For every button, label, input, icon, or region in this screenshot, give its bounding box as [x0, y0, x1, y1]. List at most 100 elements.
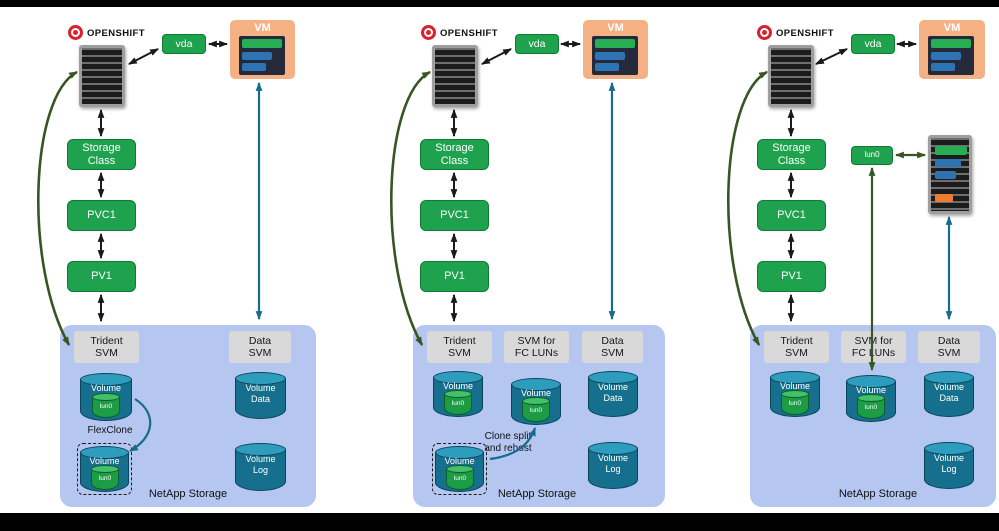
openshift-logo-icon: [757, 25, 772, 40]
fc-disk-green-icon: [935, 146, 967, 155]
svm-trident-label: Trident SVM: [74, 331, 139, 363]
volume-cap: [235, 372, 286, 385]
lun0-cylinder: lun0: [91, 465, 119, 490]
vda-box: vda: [851, 34, 895, 54]
fc-volume: Volume lun0: [846, 375, 896, 422]
svm-data-label: Data SVM: [582, 331, 643, 363]
vm-server-graphic: [592, 36, 638, 75]
vm-server-graphic: [928, 36, 974, 75]
lun0-cylinder: lun0: [857, 394, 885, 419]
fc-disk-blue-icon: [935, 159, 961, 167]
arrow-server-vda: [128, 48, 159, 65]
openshift-logo-icon: [68, 25, 83, 40]
vm-disk-blue-icon: [242, 63, 266, 71]
lun0-cylinder: lun0: [781, 390, 809, 415]
netapp-storage-label: NetApp Storage: [838, 488, 918, 500]
server-rack: [432, 45, 478, 107]
lun-cap: [781, 390, 809, 398]
storage-class-box: Storage Class: [757, 139, 826, 170]
lun-body: [857, 398, 885, 419]
netapp-storage-label: NetApp Storage: [497, 488, 577, 500]
volume-cap: [433, 371, 483, 384]
openshift-brand: OPENSHIFT: [87, 28, 145, 39]
clone-dashed-box: Volume lun0: [77, 443, 132, 495]
svm-fc-label: SVM for FC LUNs: [841, 331, 906, 363]
svm-data-label: Data SVM: [229, 331, 291, 363]
volume-label: Volume: [779, 381, 811, 391]
slide-canvas: OPENSHIFT vda VM Storage Class PVC1 PV1 …: [0, 7, 999, 513]
lun-label: lun0: [864, 404, 878, 411]
fc-server-rack: [928, 135, 972, 214]
fc-volume: Volume lun0: [511, 378, 561, 425]
lun-body: [781, 394, 809, 415]
vm-disk-green-icon: [242, 39, 282, 48]
lun0-cylinder: lun0: [446, 465, 474, 490]
clone-volume: Volume lun0: [80, 446, 129, 492]
lun-cap: [857, 394, 885, 402]
lun-body: [444, 394, 472, 415]
storage-class-box: Storage Class: [67, 139, 136, 170]
volume-cap: [80, 446, 129, 459]
lun0-chip: lun0: [851, 146, 893, 165]
vm-disk-blue-icon: [595, 52, 625, 60]
trident-volume: Volume lun0: [770, 371, 820, 417]
svm-fc-label: SVM for FC LUNs: [504, 331, 569, 363]
clone-volume: Volume lun0: [435, 446, 484, 492]
volume-cap: [770, 371, 820, 384]
lun-body: [522, 401, 550, 422]
pvc-box: PVC1: [757, 200, 826, 231]
lun-body: [446, 469, 474, 490]
trident-volume: Volume lun0: [433, 371, 483, 417]
lun0-cylinder: lun0: [92, 393, 120, 418]
lun-label: lun0: [98, 475, 112, 482]
volume-label: Volume Log: [933, 453, 965, 474]
fc-disk-orange-icon: [935, 194, 953, 202]
volume-label: Volume Log: [597, 453, 629, 474]
openshift-brand: OPENSHIFT: [776, 28, 834, 39]
clone-dashed-box: Volume lun0: [432, 443, 487, 495]
vm-disk-green-icon: [595, 39, 635, 48]
pvc-box: PVC1: [420, 200, 489, 231]
log-volume: Volume Log: [924, 442, 974, 489]
lun0-cylinder: lun0: [522, 397, 550, 422]
lun-label: lun0: [99, 403, 113, 410]
vm-box: VM: [230, 20, 295, 79]
vm-disk-blue-icon: [595, 63, 619, 71]
server-rack: [79, 45, 125, 107]
vm-disk-blue-icon: [931, 52, 961, 60]
volume-label: Volume: [89, 456, 120, 466]
volume-cap: [435, 446, 484, 459]
vm-disk-green-icon: [931, 39, 971, 48]
log-volume: Volume Log: [588, 442, 638, 489]
volume-cap: [846, 375, 896, 388]
clone-split-note: Clone split and rehost: [484, 431, 532, 454]
vm-title: VM: [943, 22, 961, 34]
lun-label: lun0: [451, 400, 465, 407]
volume-body: [235, 449, 286, 491]
data-volume: Volume Data: [235, 372, 286, 419]
vm-disk-blue-icon: [242, 52, 272, 60]
volume-label: Volume: [442, 381, 474, 391]
vm-server-graphic: [239, 36, 285, 75]
openshift-brand: OPENSHIFT: [440, 28, 498, 39]
vm-box: VM: [919, 20, 985, 79]
pv-box: PV1: [420, 261, 489, 292]
volume-label: Volume Data: [597, 382, 629, 403]
pv-box: PV1: [67, 261, 136, 292]
lun-label: lun0: [529, 407, 543, 414]
vda-box: vda: [515, 34, 559, 54]
lun-cap: [91, 465, 119, 473]
lun-cap: [446, 465, 474, 473]
volume-label: Volume: [855, 385, 887, 395]
lun-label: lun0: [788, 400, 802, 407]
data-volume: Volume Data: [924, 371, 974, 417]
pv-box: PV1: [757, 261, 826, 292]
volume-cap: [80, 373, 132, 386]
svm-trident-label: Trident SVM: [764, 331, 829, 363]
volume-body: [924, 377, 974, 417]
vda-box: vda: [162, 34, 206, 54]
vm-title: VM: [607, 22, 624, 34]
volume-cap: [924, 442, 974, 455]
volume-cap: [511, 378, 561, 391]
lun-body: [91, 469, 119, 490]
